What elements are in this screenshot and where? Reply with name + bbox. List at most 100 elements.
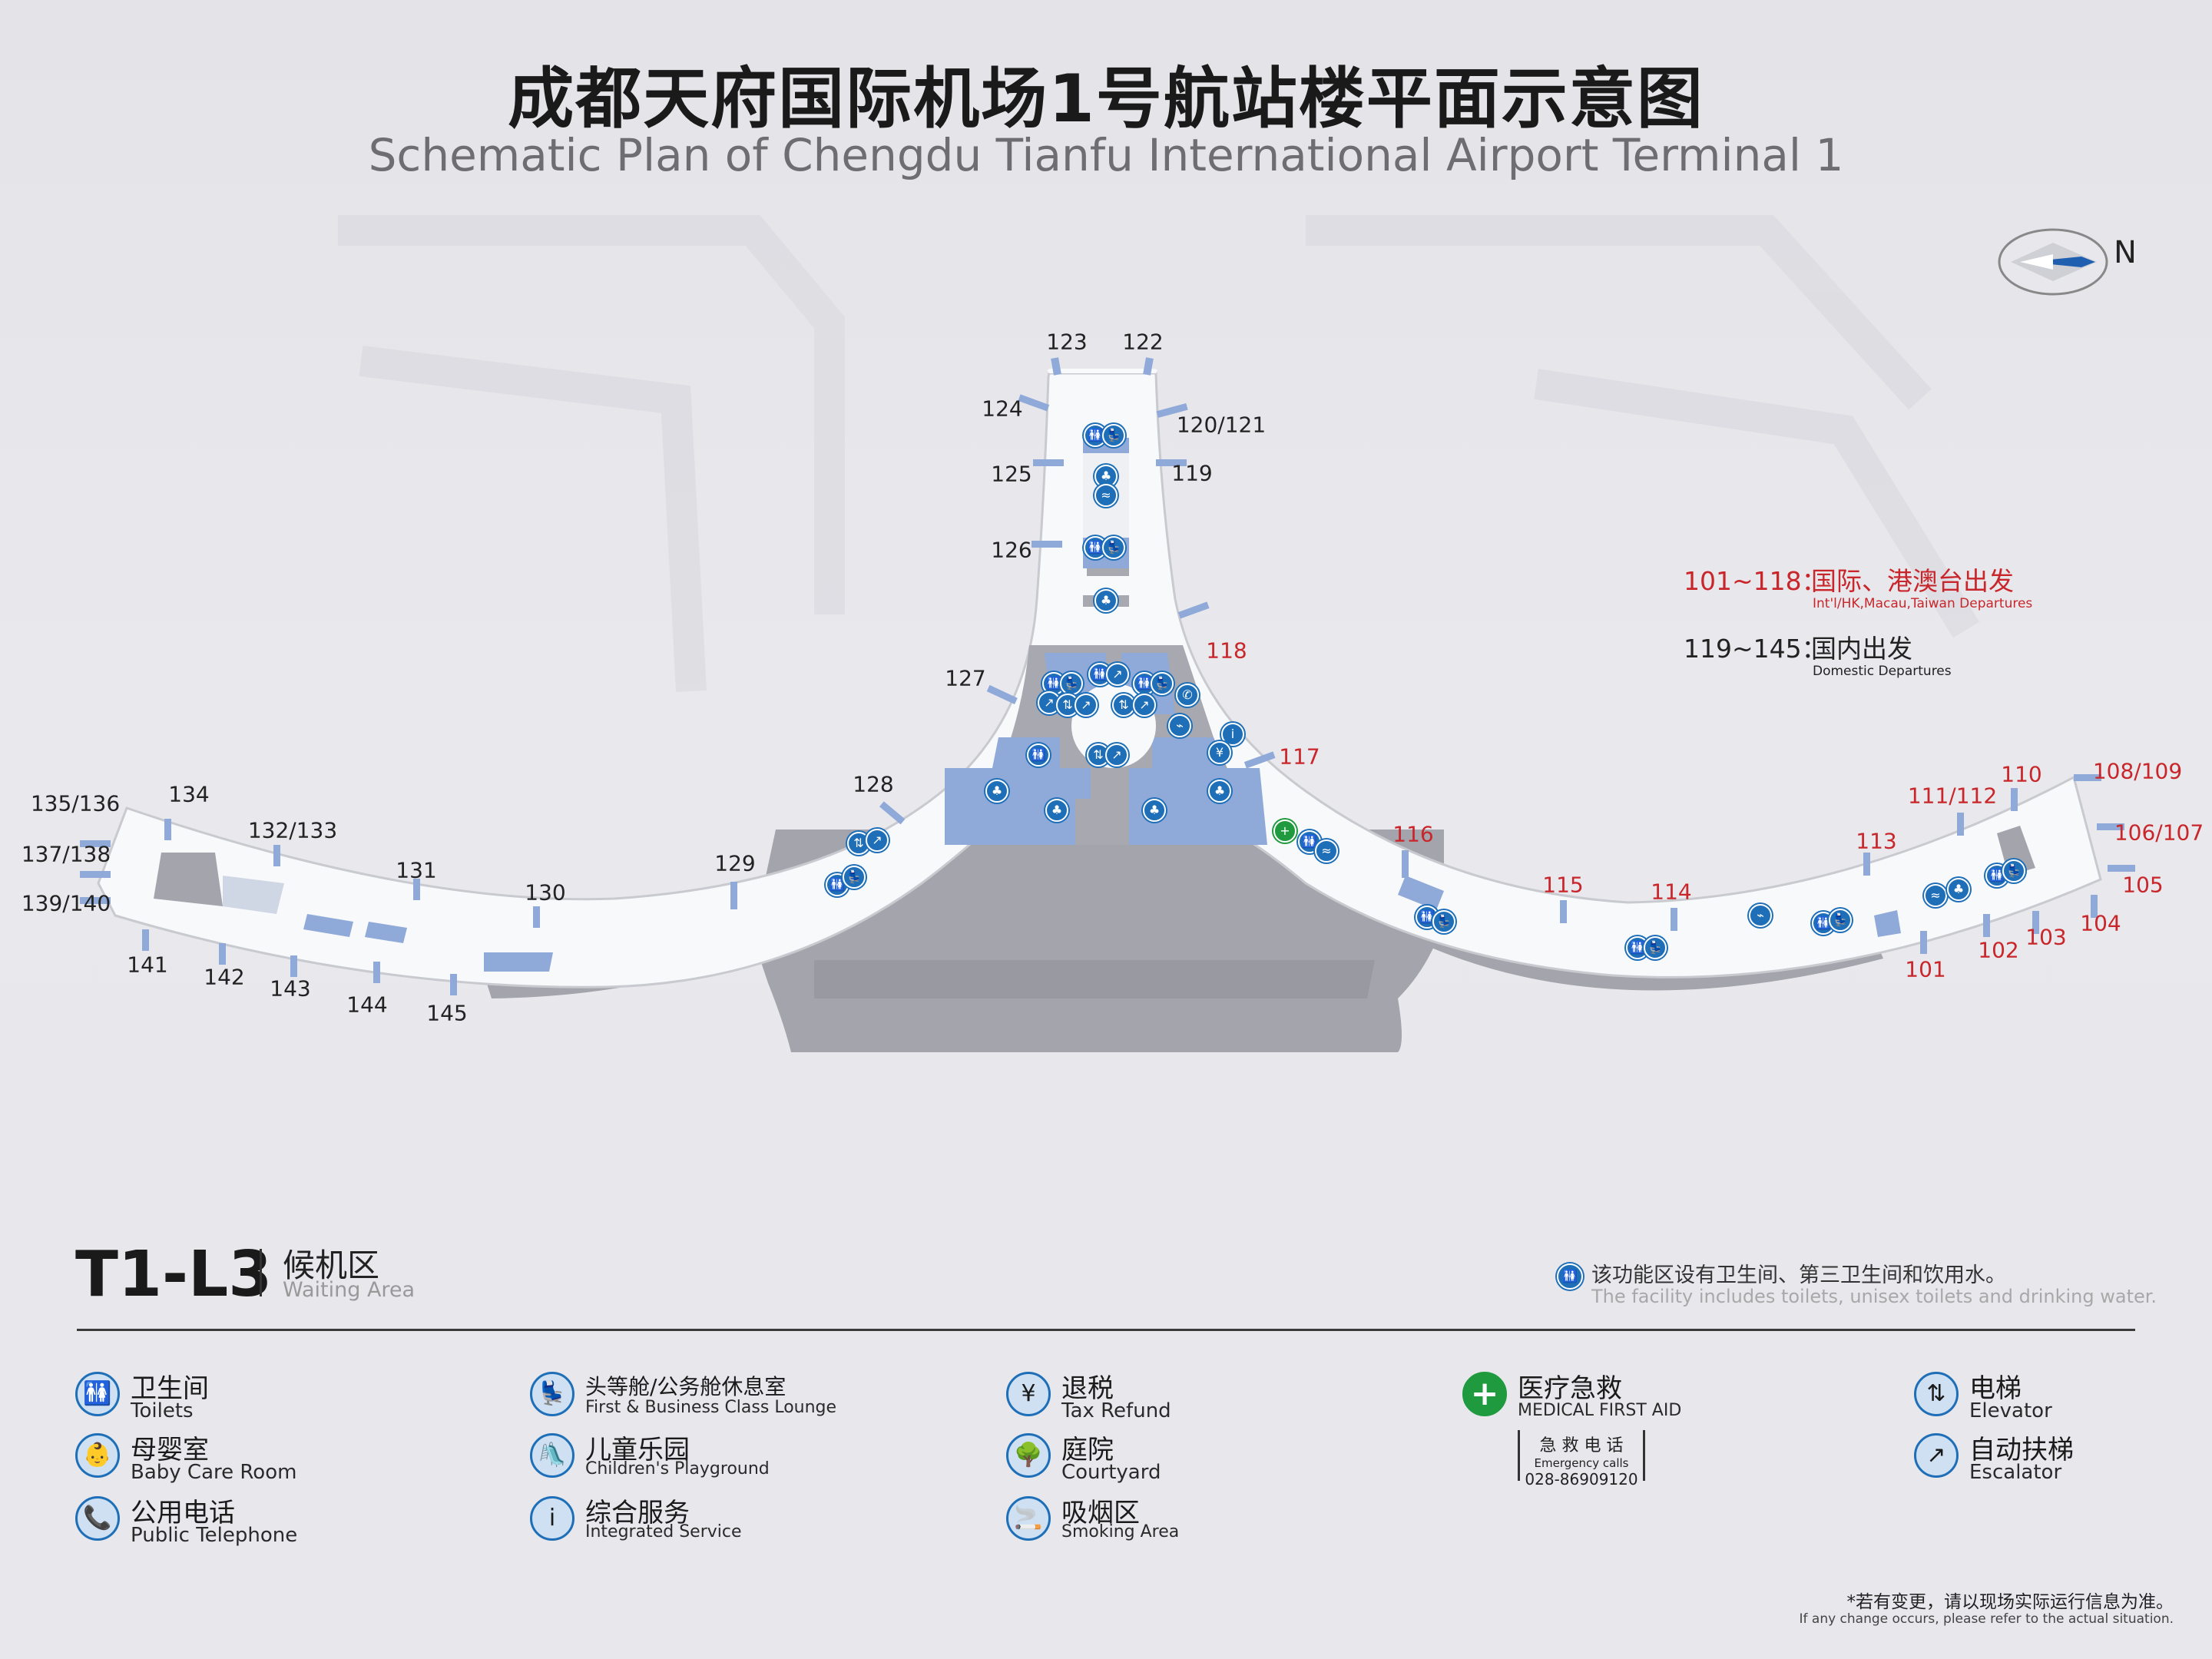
toilet-icon: 🚻 (1557, 1263, 1583, 1290)
gate-label: 137/138 (21, 841, 111, 867)
west-end-block (154, 853, 223, 906)
gate-label: 110 (2001, 761, 2042, 787)
lounge-icon: 💺 (1644, 936, 1667, 959)
emergency-phone-box: 急 救 电 话 Emergency calls 028-86909120 (1518, 1430, 1645, 1488)
gate-bridges (80, 357, 2135, 995)
facility-note-zh: 该功能区设有卫生间、第三卫生间和饮用水。 (1591, 1263, 2006, 1287)
escalator-icon: ↗ (866, 829, 889, 852)
lounge-icon: 💺 (1102, 536, 1125, 559)
gate-label: 108/109 (2092, 758, 2183, 784)
core-side-blue-zones (991, 737, 1229, 776)
gate-label: 141 (127, 952, 168, 978)
landside-block (814, 960, 1375, 998)
gate-label: 114 (1651, 879, 1692, 905)
gate-label: 106/107 (2114, 820, 2204, 846)
dom-range-zh: 国内出发 (1811, 634, 1912, 664)
east-blue-block-2 (1398, 876, 1444, 910)
courtyard-icon: ♣ (1143, 799, 1166, 822)
gate-label: 128 (853, 771, 894, 797)
lounge-icon: 💺 (530, 1372, 575, 1416)
west-end-blue (223, 876, 284, 914)
courtyard-icon: ♣ (1094, 589, 1118, 612)
gate-label: 126 (991, 537, 1032, 563)
core-center-gray (1075, 799, 1129, 845)
lounge-icon: 💺 (1102, 424, 1125, 447)
tax-refund-icon: ¥ (1208, 741, 1231, 764)
west-blue-block (484, 952, 553, 972)
escalator-icon: ↗ (1038, 691, 1061, 714)
toilet-icon: 🚻 (1812, 912, 1835, 935)
east-wing-strip (1421, 922, 1883, 991)
change-note-en: If any change occurs, please refer to th… (1799, 1611, 2174, 1627)
gate-label: 117 (1279, 743, 1320, 770)
smoking-icon: 🚬 (1006, 1496, 1051, 1541)
escalator-icon: ↗ (1133, 694, 1156, 717)
courtyard-icon: ♣ (985, 780, 1008, 803)
gate-label: 130 (525, 879, 566, 906)
gate-label: 119 (1171, 460, 1213, 486)
gate-label: 143 (270, 975, 311, 1002)
smoking-icon: ≈ (1094, 484, 1118, 507)
gate-label: 120/121 (1176, 412, 1267, 438)
gate-label: 104 (2080, 910, 2121, 936)
telephone-icon: 📞 (75, 1496, 120, 1541)
floor-name-zh: 候机区 (283, 1247, 380, 1284)
info-icon: i (530, 1496, 575, 1541)
gate-label: 105 (2122, 872, 2164, 898)
smoking-icon: ≈ (1315, 839, 1338, 863)
gate-label: 111/112 (1907, 783, 1998, 809)
lounge-icon: 💺 (1060, 672, 1083, 695)
first-aid-icon: + (1273, 820, 1296, 843)
legend-divider (77, 1329, 2135, 1331)
lounge-icon: 💺 (1151, 672, 1174, 695)
first-aid-icon: + (1462, 1372, 1507, 1416)
intl-range-en: Int'l/HK,Macau,Taiwan Departures (1813, 596, 2033, 611)
baby-care-icon: 👶 (75, 1433, 120, 1478)
courtyard-icon: ♣ (1045, 799, 1068, 822)
gate-label: 118 (1206, 637, 1247, 664)
gate-label: 122 (1122, 329, 1164, 355)
smoking-icon: ≈ (1924, 884, 1947, 907)
core-lower-blue-zones (945, 768, 1267, 845)
gate-label: 145 (426, 1000, 468, 1026)
gate-label: 116 (1392, 821, 1434, 847)
gate-label: 135/136 (30, 790, 121, 816)
escalator-icon: ↗ (1075, 694, 1098, 717)
gate-label: 131 (396, 857, 437, 883)
intl-range: 101~118： (1684, 566, 1827, 596)
courtyard-icon: ♣ (1947, 878, 1970, 901)
map-title-en: Schematic Plan of Chengdu Tianfu Interna… (368, 129, 1844, 181)
gate-label: 139/140 (21, 890, 111, 916)
floor-name-en: Waiting Area (283, 1278, 416, 1302)
gate-label: 132/133 (247, 817, 338, 843)
facility-note-en: The facility includes toilets, unisex to… (1591, 1286, 2157, 1307)
courtyard-icon: ♣ (1208, 780, 1231, 803)
east-blue-block (1874, 910, 1901, 937)
lounge-icon: 💺 (843, 866, 866, 889)
gate-label: 142 (204, 964, 245, 990)
escalator-icon: ↗ (1914, 1433, 1959, 1478)
dom-range: 119~145： (1684, 634, 1827, 664)
gate-label: 103 (2025, 924, 2067, 950)
gate-label: 123 (1046, 329, 1088, 355)
gate-label: 124 (982, 396, 1023, 422)
compass-north-label: N (2114, 235, 2137, 270)
playground-icon: ⌁ (1749, 904, 1772, 927)
gate-label: 127 (945, 665, 986, 691)
elevator-icon: ⇅ (1914, 1372, 1959, 1416)
elevator-icon: ⇅ (847, 832, 870, 855)
escalator-icon: ↗ (1106, 663, 1129, 686)
gate-label: 115 (1542, 872, 1584, 898)
pier-cap (1047, 369, 1157, 373)
lounge-icon: 💺 (1432, 910, 1455, 933)
telephone-icon: ✆ (1176, 684, 1199, 707)
elevator-icon: ⇅ (1112, 694, 1135, 717)
dom-range-en: Domestic Departures (1813, 664, 1952, 679)
playground-icon: ⌁ (1168, 714, 1191, 737)
lounge-icon: 💺 (2002, 859, 2025, 882)
intl-range-zh: 国际、港澳台出发 (1811, 566, 2014, 596)
gate-label: 125 (991, 461, 1032, 487)
tax-refund-icon: ¥ (1006, 1372, 1051, 1416)
